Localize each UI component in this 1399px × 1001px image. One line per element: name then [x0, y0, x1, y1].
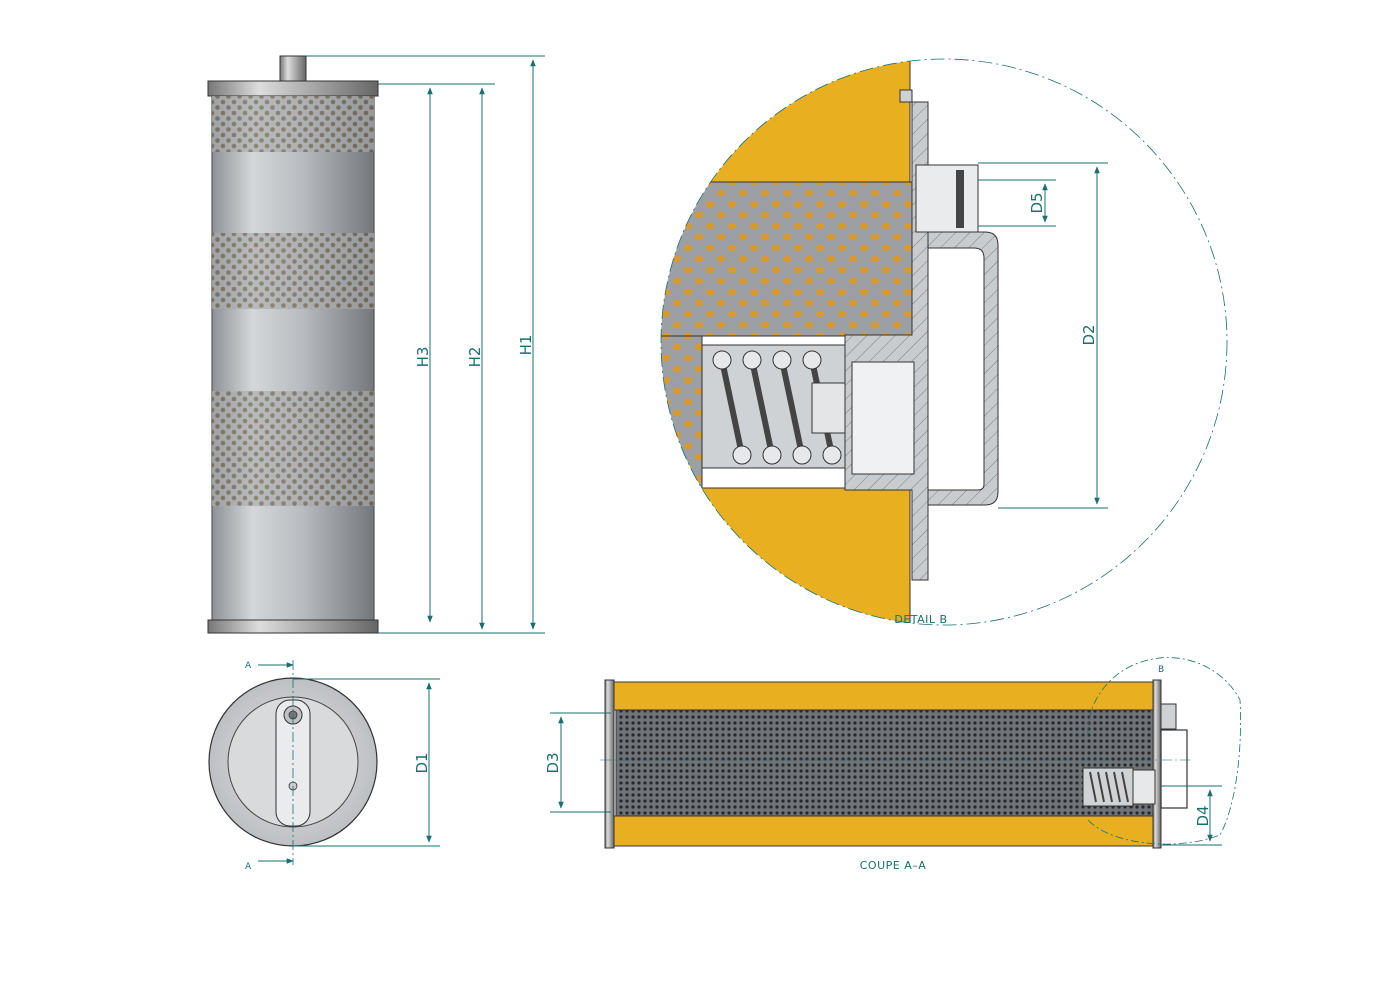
detail-media-top [661, 59, 911, 183]
section-nipple [1160, 703, 1177, 730]
height-dimensions [306, 55, 545, 634]
section-marker-bottom: A [245, 862, 252, 872]
section-view [600, 657, 1241, 849]
detail-reference-marker: B [1158, 665, 1164, 675]
section-caption: COUPE A–A [860, 859, 927, 872]
section-bypass-housing [1160, 729, 1188, 809]
dimension-label-d3: D3 [544, 752, 562, 773]
section-marker-top: A [245, 661, 252, 671]
dimension-label-d5: D5 [1028, 192, 1046, 213]
dimension-label-h2: H2 [466, 347, 484, 368]
front-view [207, 55, 379, 634]
dimension-label-h1: H1 [517, 335, 535, 356]
dimension-label-h3: H3 [414, 347, 432, 368]
top-end-cap [207, 80, 379, 97]
detail-media-bottom [661, 487, 911, 625]
section-outer-media-bottom [610, 815, 1157, 847]
section-valve-seat [1132, 769, 1156, 805]
section-left-cap [604, 679, 615, 849]
detail-view [661, 59, 1227, 625]
top-view [208, 660, 378, 865]
detail-valve-bore [851, 361, 915, 475]
detail-caption: DETAIL B [894, 613, 947, 626]
bottom-end-cap [207, 619, 379, 634]
detail-nipple-bore [915, 164, 979, 233]
body-shade [212, 96, 374, 620]
top-nipple [279, 55, 307, 82]
detail-boundary [660, 58, 1228, 626]
section-mesh-core [615, 709, 1157, 817]
section-right-cap [1152, 679, 1162, 849]
dimension-label-d1: D1 [413, 752, 431, 773]
detail-bypass-passage [927, 231, 999, 506]
dimension-label-d2: D2 [1080, 324, 1098, 345]
section-outer-media-top [610, 681, 1157, 711]
detail-perforated-core [661, 181, 913, 337]
detail-o-ring [956, 170, 964, 228]
dimension-label-d4: D4 [1194, 805, 1212, 826]
